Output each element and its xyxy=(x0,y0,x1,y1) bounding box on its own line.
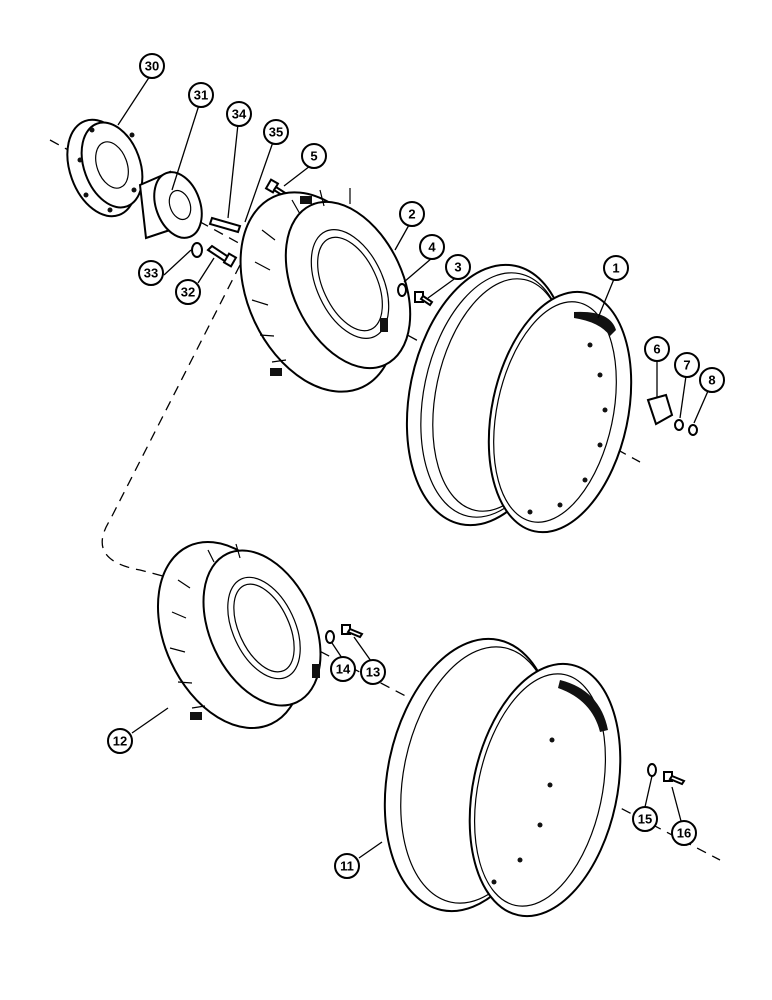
part-34-key xyxy=(208,216,242,234)
part-15-washer xyxy=(647,763,657,777)
callout-14: 14 xyxy=(330,656,356,682)
part-8-nut xyxy=(688,424,698,436)
svg-text:12: 12 xyxy=(113,734,127,749)
svg-text:16: 16 xyxy=(677,826,691,841)
callout-31: 31 xyxy=(188,82,214,108)
part-1-rim-upper xyxy=(405,263,633,534)
svg-text:30: 30 xyxy=(145,59,159,74)
callout-8: 8 xyxy=(699,367,725,393)
part-11-rim-lower xyxy=(383,637,622,918)
svg-text:35: 35 xyxy=(269,125,283,140)
callout-32: 32 xyxy=(175,279,201,305)
callout-15: 15 xyxy=(632,806,658,832)
callout-7: 7 xyxy=(674,352,700,378)
svg-text:8: 8 xyxy=(708,373,715,388)
alternate-assembly-path xyxy=(101,264,301,613)
svg-text:2: 2 xyxy=(408,207,415,222)
svg-text:31: 31 xyxy=(194,88,208,103)
callout-13: 13 xyxy=(360,659,386,685)
svg-text:32: 32 xyxy=(181,285,195,300)
svg-text:6: 6 xyxy=(653,342,660,357)
part-31-hub xyxy=(138,170,203,240)
callout-4: 4 xyxy=(419,234,445,260)
callout-11: 11 xyxy=(334,853,360,879)
svg-text:34: 34 xyxy=(232,107,247,122)
svg-text:15: 15 xyxy=(638,812,652,827)
part-16-bolt xyxy=(663,771,686,786)
part-13-bolt xyxy=(341,624,364,639)
svg-text:14: 14 xyxy=(336,662,351,677)
part-6-clamp xyxy=(646,393,674,426)
svg-text:5: 5 xyxy=(310,149,317,164)
svg-text:13: 13 xyxy=(366,665,380,680)
callout-16: 16 xyxy=(671,820,697,846)
part-30-flange xyxy=(66,118,144,218)
svg-text:7: 7 xyxy=(683,358,690,373)
part-3-bolt xyxy=(414,291,434,307)
callout-6: 6 xyxy=(644,336,670,362)
part-7-washer xyxy=(674,419,684,431)
callout-1: 1 xyxy=(603,255,629,281)
svg-text:1: 1 xyxy=(612,261,619,276)
part-4-washer xyxy=(397,283,407,297)
part-12-wheel-center xyxy=(156,541,322,729)
callout-33: 33 xyxy=(138,260,164,286)
callout-35: 35 xyxy=(263,119,289,145)
leader-lines xyxy=(117,75,709,859)
callout-12: 12 xyxy=(107,728,133,754)
part-2-wheel-center xyxy=(239,188,412,393)
part-14-washer xyxy=(325,630,335,644)
svg-text:3: 3 xyxy=(454,260,461,275)
svg-text:11: 11 xyxy=(340,859,354,874)
svg-text:4: 4 xyxy=(428,240,436,255)
callout-5: 5 xyxy=(301,143,327,169)
callout-30: 30 xyxy=(139,53,165,79)
svg-text:33: 33 xyxy=(144,266,158,281)
callout-34: 34 xyxy=(226,101,252,127)
part-32-bolt xyxy=(206,244,238,268)
callout-2: 2 xyxy=(399,201,425,227)
callout-3: 3 xyxy=(445,254,471,280)
part-33-washer xyxy=(191,242,203,258)
